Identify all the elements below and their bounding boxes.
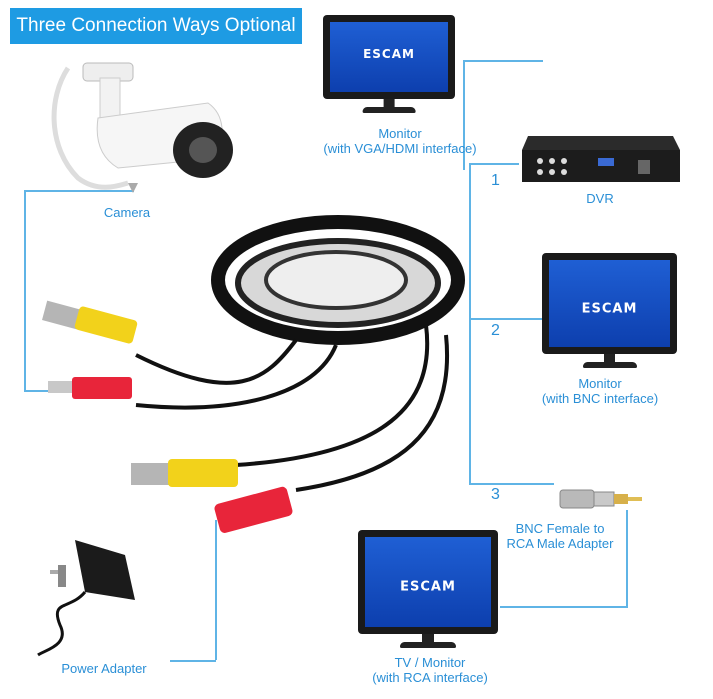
tv-monitor-sublabel: (with RCA interface) bbox=[372, 670, 488, 685]
monitor-brand: ESCAM bbox=[400, 579, 456, 595]
monitor-bnc-label: Monitor bbox=[578, 376, 622, 391]
monitor-brand: ESCAM bbox=[363, 47, 415, 62]
monitor-bnc-sublabel: (with BNC interface) bbox=[541, 391, 659, 406]
tv-monitor-rca-image: ESCAM bbox=[358, 530, 498, 648]
monitor-vga-image: ESCAM bbox=[323, 15, 455, 113]
monitor-brand: ESCAM bbox=[581, 300, 638, 316]
power-adapter-label: Power Adapter bbox=[61, 661, 147, 676]
tv-monitor-label: TV / Monitor bbox=[394, 655, 466, 670]
dvr-image bbox=[518, 128, 683, 188]
camera-image bbox=[38, 58, 238, 200]
camera-label: Camera bbox=[103, 205, 151, 220]
monitor-vga-sublabel: (with VGA/HDMI interface) bbox=[323, 141, 477, 156]
option-1-number: 1 bbox=[491, 172, 500, 189]
dvr-label: DVR bbox=[586, 191, 614, 206]
adapter-sublabel: RCA Male Adapter bbox=[506, 536, 614, 551]
page-title: Three Connection Ways Optional bbox=[10, 8, 302, 44]
option-3-number: 3 bbox=[491, 486, 500, 503]
adapter-label: BNC Female to bbox=[515, 521, 605, 536]
option-2-number: 2 bbox=[491, 322, 500, 339]
cable-image bbox=[36, 205, 476, 535]
power-adapter-image bbox=[30, 530, 145, 660]
monitor-bnc-image: ESCAM bbox=[542, 253, 677, 368]
bnc-rca-adapter-image bbox=[556, 484, 646, 514]
monitor-vga-label: Monitor bbox=[378, 126, 422, 141]
